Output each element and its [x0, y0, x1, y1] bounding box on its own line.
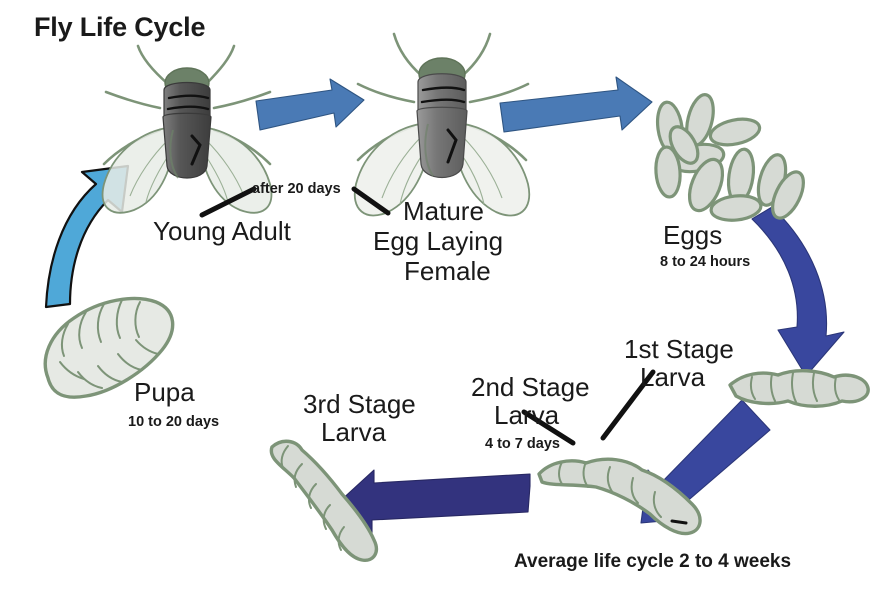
stage-duration-eggs: 8 to 24 hours	[660, 254, 751, 270]
leader-line-mature-female	[351, 186, 391, 216]
stage-label-pupa: Pupa	[134, 377, 195, 407]
second-stage-larva-illustration	[537, 457, 702, 536]
leader-line-young-adult	[199, 186, 257, 218]
egg-cluster-illustration	[654, 93, 805, 222]
arrow-young-adult-to-mature	[255, 78, 365, 131]
first-stage-larva-illustration	[728, 369, 870, 408]
stage-label-young-adult: Young Adult	[153, 216, 291, 246]
pupa-illustration	[43, 296, 175, 399]
transition-label-after-20-days: after 20 days	[252, 181, 341, 197]
leader-line-third-larva	[521, 409, 576, 446]
leader-lines	[199, 186, 656, 446]
third-stage-larva-illustration	[269, 439, 379, 562]
stage-duration-pupa: 10 to 20 days	[128, 414, 220, 430]
mature-female-fly-illustration	[353, 32, 531, 217]
young-adult-fly-illustration	[101, 44, 273, 214]
leader-line-first-larva	[600, 369, 656, 441]
diagram-caption: Average life cycle 2 to 4 weeks	[514, 551, 792, 572]
diagram-title: Fly Life Cycle	[34, 12, 206, 42]
arrow-mature-to-eggs	[499, 76, 653, 133]
stage-label-eggs: Eggs	[663, 220, 723, 250]
arrow-eggs-to-first-larva	[751, 206, 845, 377]
stage-duration-second-larva: 4 to 7 days	[485, 436, 560, 452]
